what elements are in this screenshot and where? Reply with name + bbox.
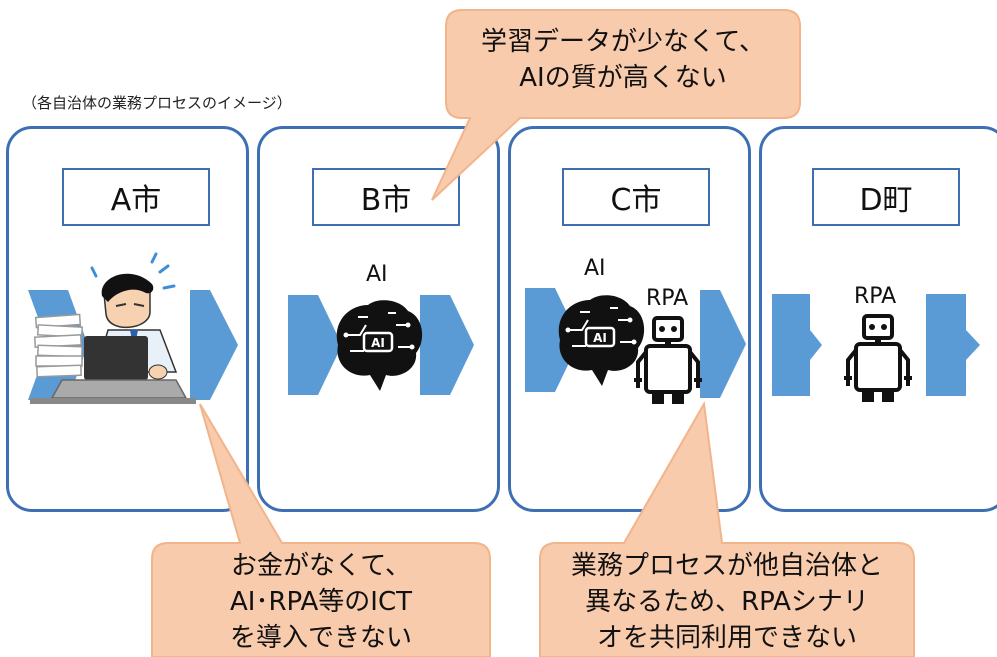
callout-bottom-left-bubble <box>151 403 491 657</box>
ai-label-b: AI <box>366 262 388 287</box>
flow-arrow-right-d <box>926 294 980 396</box>
robot-icon <box>842 314 914 404</box>
rpa-label-c: RPA <box>646 286 689 311</box>
city-label-d: D町 <box>812 168 960 226</box>
callout-top-bubble <box>431 9 801 201</box>
flow-arrow-left-d <box>772 294 822 396</box>
ai-label-c: AI <box>584 256 606 281</box>
flow-arrow <box>190 290 238 400</box>
callout-line: 異なるため、RPAシナリ <box>585 587 869 617</box>
robot-icon <box>632 316 704 406</box>
callout-line: AI･RPA等のICT <box>229 587 413 617</box>
flow-arrow <box>420 295 474 395</box>
callout-line: AIの質が高くない <box>519 63 727 93</box>
callout-bottom-left-text: お金がなくて、 AI･RPA等のICT を導入できない <box>152 548 490 656</box>
callout-top-text: 学習データが少なくて、 AIの質が高くない <box>446 24 800 96</box>
callout-line: オを共同利用できない <box>596 623 857 653</box>
city-label-a: A市 <box>62 168 210 226</box>
callout-bottom-right-bubble <box>539 400 915 657</box>
diagram-caption: （各自治体の業務プロセスのイメージ） <box>22 94 292 112</box>
flow-arrow <box>288 295 342 395</box>
ai-brain-icon <box>335 298 424 393</box>
city-label-c: C市 <box>562 168 710 226</box>
callout-line: 学習データが少なくて、 <box>481 27 765 57</box>
busy-worker-illustration <box>30 252 196 404</box>
callout-line: を導入できない <box>229 623 412 653</box>
ai-brain-icon <box>557 293 646 388</box>
callout-bottom-right-text: 業務プロセスが他自治体と 異なるため、RPAシナリ オを共同利用できない <box>540 548 914 656</box>
rpa-label-d: RPA <box>854 284 897 309</box>
callout-line: お金がなくて、 <box>231 551 411 581</box>
flow-arrow <box>700 290 746 398</box>
callout-line: 業務プロセスが他自治体と <box>570 551 883 581</box>
